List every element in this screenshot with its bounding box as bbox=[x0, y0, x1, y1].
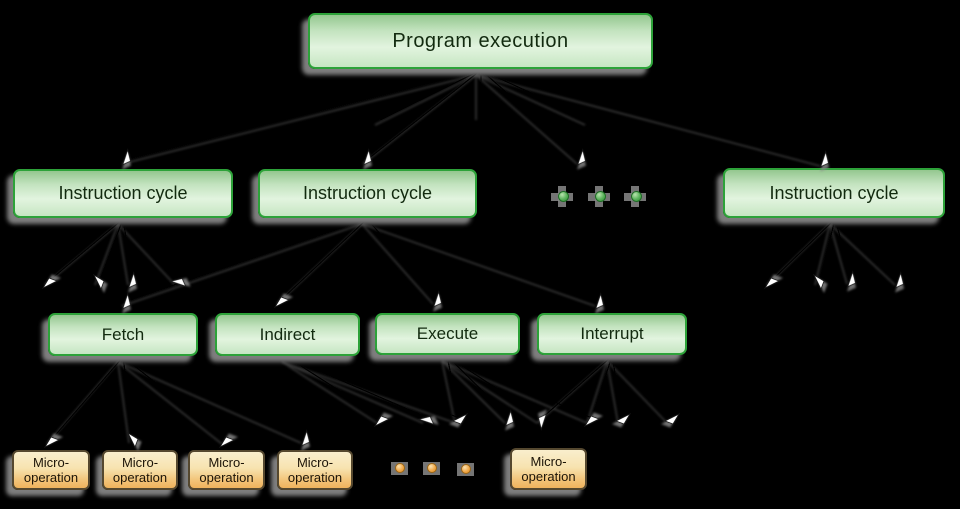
connector-line bbox=[591, 355, 613, 419]
arrowhead-icon bbox=[127, 431, 140, 448]
connector-line bbox=[286, 356, 383, 419]
connector-line bbox=[366, 218, 439, 300]
connector-line bbox=[446, 355, 461, 419]
arrowhead-icon bbox=[815, 150, 835, 171]
arrowhead-icon bbox=[169, 272, 190, 292]
node-label: Interrupt bbox=[580, 324, 644, 343]
node-micro-operation-1: Micro-operation bbox=[12, 450, 90, 490]
arrowhead-icon bbox=[890, 271, 910, 292]
connector-line bbox=[126, 69, 482, 160]
node-interrupt: Interrupt bbox=[537, 313, 687, 355]
node-label: Program execution bbox=[392, 29, 569, 52]
connector-line bbox=[122, 218, 134, 281]
ellipsis-dot-green bbox=[557, 190, 569, 202]
connector-line bbox=[122, 356, 228, 440]
connector-line bbox=[51, 356, 124, 440]
connector-line bbox=[541, 355, 613, 419]
arrowhead-icon bbox=[572, 148, 592, 169]
arrowhead-icon bbox=[532, 410, 552, 431]
connector-line bbox=[834, 218, 853, 280]
connector-line bbox=[771, 218, 836, 281]
node-label: Execute bbox=[416, 324, 479, 343]
arrowhead-icon bbox=[123, 271, 143, 292]
arrowhead-icon bbox=[358, 148, 378, 169]
arrowhead-icon bbox=[296, 429, 316, 450]
node-fetch: Fetch bbox=[48, 313, 198, 356]
connector-line bbox=[379, 69, 482, 121]
node-instruction-cycle-1: Instruction cycle bbox=[13, 169, 233, 218]
connector-line bbox=[366, 218, 601, 302]
node-label: Micro-operation bbox=[112, 455, 168, 485]
node-micro-operation-3: Micro-operation bbox=[188, 450, 265, 490]
arrowhead-icon bbox=[590, 292, 610, 313]
arrowhead-icon bbox=[664, 413, 681, 426]
arrowhead-icon bbox=[615, 413, 632, 426]
connector-line bbox=[611, 355, 673, 419]
connector-line bbox=[819, 218, 836, 281]
node-micro-operation-5: Micro-operation bbox=[510, 448, 587, 490]
node-instruction-cycle-3: Instruction cycle bbox=[723, 168, 945, 218]
connector-line bbox=[446, 355, 511, 419]
node-label: Micro-operation bbox=[287, 455, 343, 485]
connector-line bbox=[49, 218, 124, 281]
connector-line bbox=[286, 356, 461, 419]
connector-line bbox=[446, 355, 543, 419]
arrowhead-icon bbox=[218, 435, 235, 448]
arrowhead-icon bbox=[43, 435, 60, 448]
node-instruction-cycle-2: Instruction cycle bbox=[258, 169, 477, 218]
arrowhead-icon bbox=[41, 276, 58, 289]
connector-line bbox=[281, 218, 368, 300]
arrowhead-icon bbox=[763, 276, 780, 289]
connector-line bbox=[611, 355, 624, 419]
node-label: Micro-operation bbox=[23, 455, 79, 485]
node-label: Indirect bbox=[259, 324, 316, 344]
node-label: Instruction cycle bbox=[302, 183, 433, 203]
arrowhead-icon bbox=[428, 290, 448, 311]
ellipsis-dot-green bbox=[630, 190, 642, 202]
connector-line bbox=[286, 356, 429, 419]
node-label: Fetch bbox=[101, 324, 145, 344]
arrowhead-icon bbox=[117, 148, 137, 169]
node-label: Micro-operation bbox=[521, 454, 576, 484]
node-label: Micro-operation bbox=[199, 455, 254, 485]
arrowhead-icon bbox=[417, 410, 438, 430]
connector-line bbox=[122, 218, 181, 281]
arrowhead-icon bbox=[93, 273, 106, 290]
connector-line bbox=[122, 356, 135, 439]
connector-line bbox=[446, 355, 593, 419]
connector-line bbox=[367, 69, 482, 160]
node-execute: Execute bbox=[375, 313, 520, 355]
connector-line bbox=[480, 69, 826, 162]
connector-line bbox=[122, 356, 307, 439]
connector-line bbox=[126, 218, 368, 302]
node-program-execution: Program execution bbox=[308, 13, 653, 69]
arrowhead-icon bbox=[273, 295, 290, 308]
arrowhead-icon bbox=[452, 413, 469, 426]
node-micro-operation-4: Micro-operation bbox=[277, 450, 353, 490]
node-label: Instruction cycle bbox=[58, 183, 188, 203]
arrowhead-icon bbox=[583, 414, 600, 427]
connector-line bbox=[480, 69, 591, 121]
node-micro-operation-2: Micro-operation bbox=[102, 450, 178, 490]
node-indirect: Indirect bbox=[215, 313, 360, 356]
node-label: Instruction cycle bbox=[769, 182, 899, 203]
arrowhead-icon bbox=[500, 409, 520, 430]
ellipsis-dot-orange bbox=[427, 463, 437, 473]
arrowhead-icon bbox=[117, 292, 137, 313]
connector-line bbox=[99, 218, 124, 281]
connector-line bbox=[834, 218, 901, 281]
ellipsis-dot-orange bbox=[461, 464, 471, 474]
arrowhead-icon bbox=[842, 270, 862, 291]
connector-line bbox=[480, 69, 583, 160]
arrowhead-icon bbox=[813, 273, 826, 290]
ellipsis-dot-green bbox=[594, 190, 606, 202]
arrowhead-icon bbox=[373, 414, 390, 427]
ellipsis-dot-orange bbox=[395, 463, 405, 473]
